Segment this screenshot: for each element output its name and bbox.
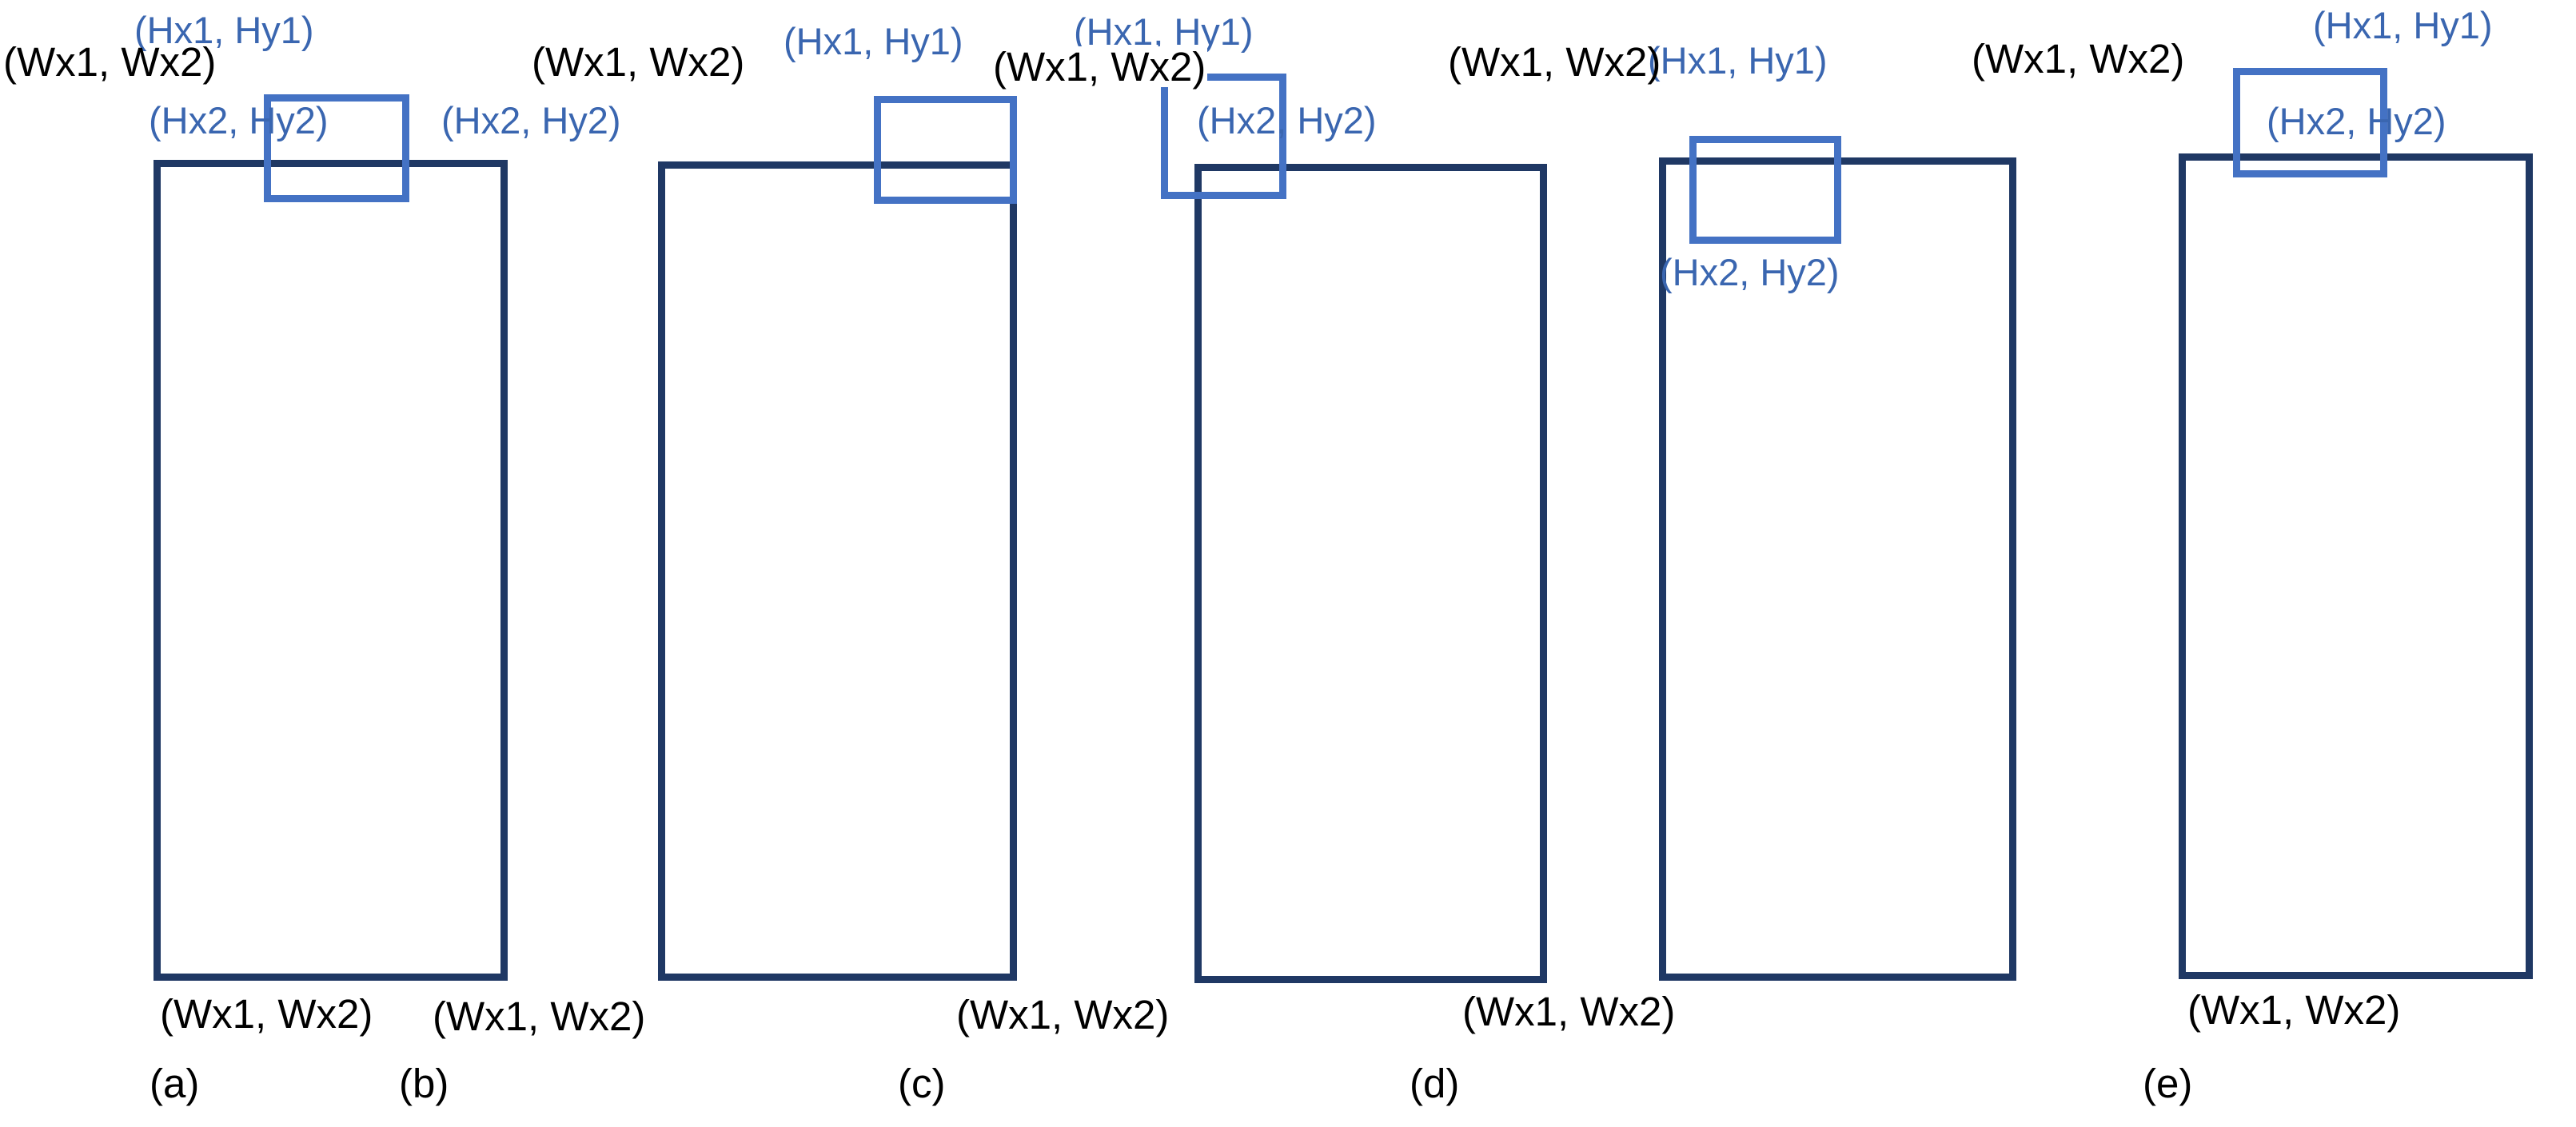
window-top-label-d: (Wx1, Wx2) bbox=[1448, 39, 1661, 85]
window-bottom-label-a: (Wx1, Wx2) bbox=[160, 991, 373, 1037]
panel-caption-a: (a) bbox=[150, 1061, 200, 1106]
window-bottom-label-d: (Wx1, Wx2) bbox=[1462, 989, 1676, 1034]
panel-caption-e: (e) bbox=[2143, 1061, 2193, 1106]
hole-top-label-d: (Hx1, Hy1) bbox=[1648, 39, 1828, 82]
hole-rectangle-a bbox=[264, 94, 409, 202]
panel-caption-c: (c) bbox=[898, 1061, 946, 1106]
window-top-label-b: (Wx1, Wx2) bbox=[532, 39, 745, 85]
window-rectangle-b bbox=[658, 161, 1017, 981]
hole-top-label-b: (Hx1, Hy1) bbox=[784, 20, 963, 62]
window-top-label-a: (Wx1, Wx2) bbox=[3, 39, 217, 85]
window-rectangle-a bbox=[154, 160, 508, 981]
window-bottom-label-e: (Wx1, Wx2) bbox=[2187, 987, 2401, 1033]
hole-top-label-a: (Hx1, Hy1) bbox=[134, 9, 314, 51]
panel-caption-d: (d) bbox=[1410, 1061, 1460, 1106]
panel-caption-b: (b) bbox=[399, 1061, 449, 1106]
window-rectangle-c bbox=[1194, 164, 1547, 983]
hole-rectangle-e bbox=[2233, 68, 2387, 177]
hole-bottom-label-d: (Hx2, Hy2) bbox=[1660, 251, 1840, 293]
hole-rectangle-d bbox=[1689, 136, 1841, 244]
window-top-label-c: (Wx1, Wx2) bbox=[991, 44, 1208, 90]
hole-bottom-label-b: (Hx2, Hy2) bbox=[441, 99, 621, 141]
window-rectangle-e bbox=[2179, 153, 2533, 979]
hole-bottom-label-e: (Hx2, Hy2) bbox=[2267, 100, 2446, 142]
hole-top-label-e: (Hx1, Hy1) bbox=[2313, 4, 2493, 46]
hole-rectangle-c bbox=[1161, 74, 1286, 199]
window-top-label-e: (Wx1, Wx2) bbox=[1972, 36, 2185, 82]
hole-bottom-label-c: (Hx2, Hy2) bbox=[1197, 99, 1377, 141]
window-bottom-label-c: (Wx1, Wx2) bbox=[956, 992, 1170, 1037]
window-bottom-label-b: (Wx1, Wx2) bbox=[433, 994, 646, 1039]
hole-rectangle-b bbox=[874, 96, 1017, 204]
hole-bottom-label-a: (Hx2, Hy2) bbox=[149, 99, 329, 141]
hole-top-label-c: (Hx1, Hy1) bbox=[1074, 10, 1254, 53]
